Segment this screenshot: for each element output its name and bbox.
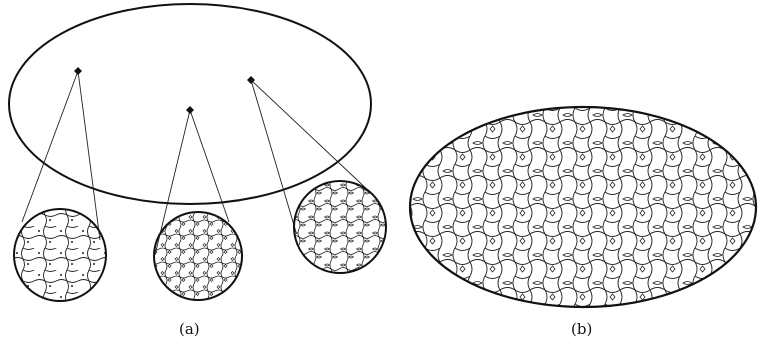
magnified-circle-2 <box>150 208 250 308</box>
magnified-circle-1 <box>10 205 110 305</box>
panel-b <box>405 102 759 312</box>
sample-point-1 <box>74 67 82 75</box>
caption-b: (b) <box>571 320 592 338</box>
domain-ellipse <box>9 4 371 204</box>
caption-a: (a) <box>179 320 200 338</box>
sample-point-2 <box>186 106 194 114</box>
panel-a <box>9 4 390 308</box>
magnified-circle-3 <box>290 177 390 277</box>
